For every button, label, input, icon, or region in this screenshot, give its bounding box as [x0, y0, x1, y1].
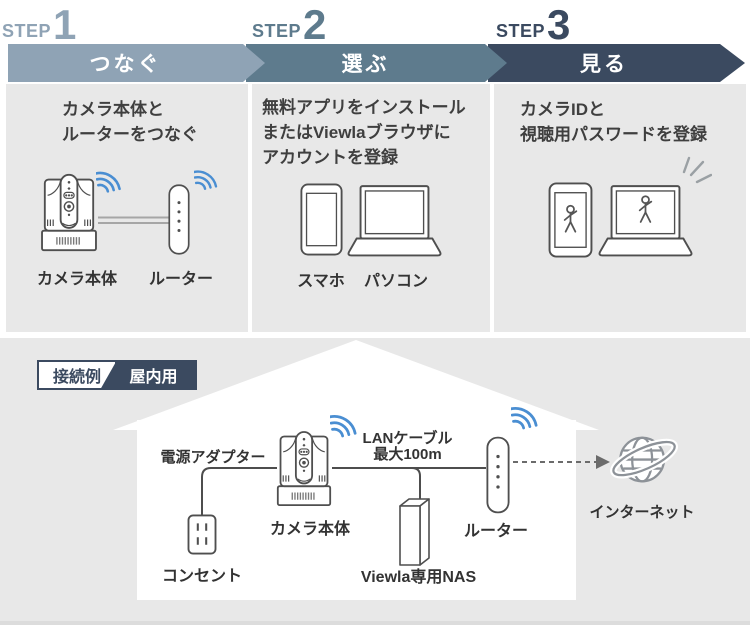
- camera-label: カメラ本体: [36, 271, 117, 288]
- camera-illustration: [276, 430, 332, 508]
- step3-label: STEP 3: [496, 0, 571, 49]
- step-word: STEP: [496, 21, 546, 41]
- camera-label: カメラ本体: [269, 521, 350, 538]
- rays-icon: [676, 156, 712, 186]
- outlet-illustration: [187, 514, 217, 555]
- router-illustration: [486, 436, 510, 514]
- heading-line: カメラIDと: [520, 100, 605, 119]
- nas-label: Viewla専用NAS: [360, 569, 477, 586]
- router-label: ルーター: [148, 271, 213, 288]
- pc-label: パソコン: [363, 273, 428, 290]
- internet-globe-icon: [608, 430, 682, 491]
- nas-illustration: [398, 497, 434, 567]
- laptop-icon: [346, 184, 443, 260]
- step2-label: STEP 2: [252, 0, 327, 49]
- wifi-icon: [194, 166, 222, 194]
- arrow-right-icon: [596, 455, 610, 469]
- step3-heading: カメラIDと 視聴用パスワードを登録: [520, 97, 707, 147]
- badge-right: 屋内用: [100, 360, 197, 390]
- bottom-edge: [0, 621, 750, 625]
- cable-line: [98, 216, 170, 224]
- heading-line: アカウントを登録: [262, 148, 398, 167]
- banner-step3: 見る: [488, 44, 745, 82]
- smartphone-label: スマホ: [297, 273, 345, 290]
- step-word: STEP: [2, 21, 52, 41]
- camera-illustration: [40, 173, 98, 253]
- step-number: 3: [547, 1, 571, 49]
- router-illustration: [168, 184, 190, 255]
- smartphone-with-person-icon: [548, 182, 593, 258]
- internet-label: インターネット: [589, 504, 695, 521]
- power-cable-line: [201, 467, 277, 516]
- banner-step2: 選ぶ: [246, 44, 507, 82]
- cable-lines: [201, 455, 610, 516]
- connection-example-badge: 接続例 屋内用: [37, 360, 197, 390]
- step1-label: STEP 1: [2, 0, 77, 49]
- step1-heading: カメラ本体と ルーターをつなぐ: [62, 97, 198, 147]
- wifi-icon: [96, 167, 126, 197]
- nas-cable-line: [411, 467, 421, 506]
- step-word: STEP: [252, 21, 302, 41]
- outlet-label: コンセント: [161, 568, 242, 585]
- heading-line: 視聴用パスワードを登録: [520, 125, 707, 144]
- lan-cable-label: LANケーブル 最大100m: [350, 431, 465, 463]
- power-adapter-label: 電源アダプター: [160, 449, 266, 466]
- badge-left: 接続例: [37, 360, 117, 390]
- wifi-icon: [511, 402, 543, 434]
- step-number: 1: [53, 1, 77, 49]
- banner-step1: つなぐ: [8, 44, 265, 82]
- step2-heading: 無料アプリをインストール またはViewlaブラウザに アカウントを登録: [262, 95, 466, 170]
- step-number: 2: [303, 1, 327, 49]
- heading-line: カメラ本体と: [62, 100, 164, 119]
- heading-line: またはViewlaブラウザに: [262, 123, 451, 142]
- router-label: ルーター: [463, 523, 528, 540]
- smartphone-icon: [300, 183, 343, 256]
- heading-line: ルーターをつなぐ: [62, 125, 198, 144]
- laptop-with-person-icon: [597, 184, 694, 260]
- lan-cable-label-line1: LANケーブル: [362, 430, 453, 447]
- lan-cable-label-line2: 最大100m: [373, 446, 442, 463]
- heading-line: 無料アプリをインストール: [262, 98, 466, 117]
